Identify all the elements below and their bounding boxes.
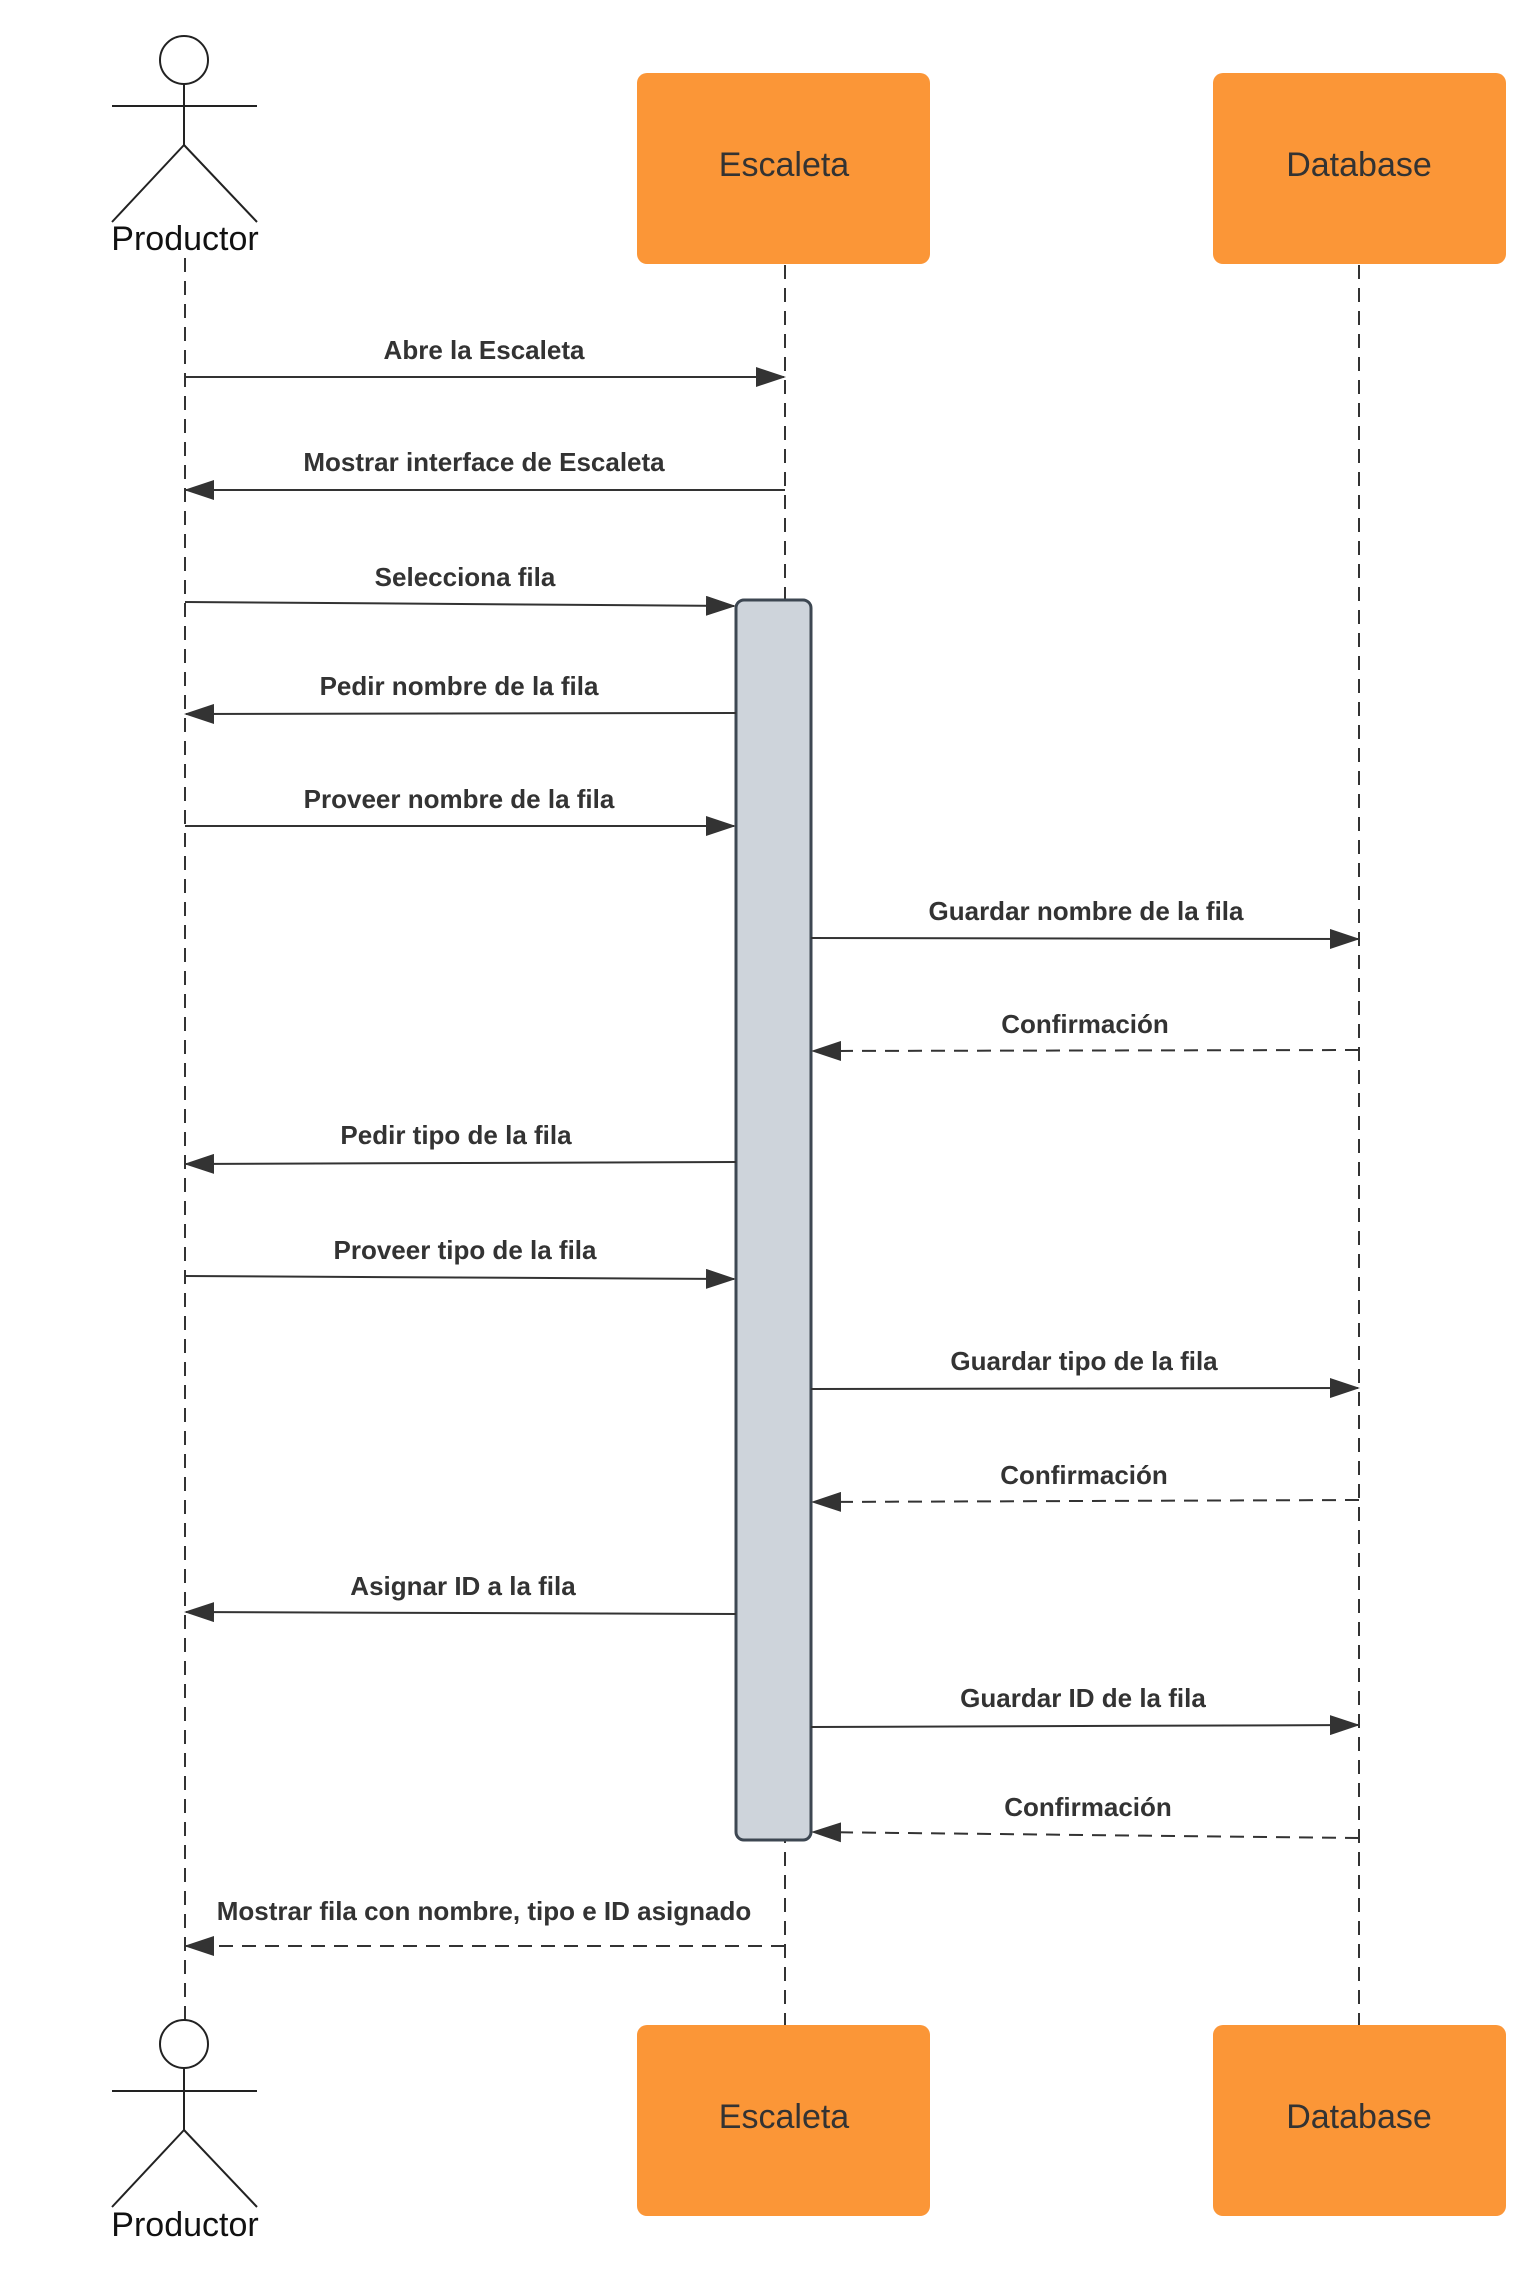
actor-right-leg — [183, 2129, 258, 2208]
message-label: Guardar tipo de la fila — [950, 1346, 1218, 1376]
message-arrow — [184, 595, 736, 616]
message-6: Guardar nombre de la fila — [810, 896, 1360, 949]
message-arrow — [811, 1822, 1360, 1843]
participant-database-bottom-label: Database — [1286, 2098, 1432, 2136]
message-7: Confirmación — [811, 1009, 1360, 1061]
participant-box — [1213, 73, 1506, 264]
message-label: Guardar ID de la fila — [960, 1683, 1206, 1713]
message-arrow — [810, 1715, 1360, 1736]
message-arrow — [811, 1491, 1360, 1512]
message-arrow — [184, 1268, 736, 1289]
message-label: Confirmación — [1000, 1460, 1168, 1490]
message-label: Abre la Escaleta — [384, 335, 585, 365]
participant-box — [1213, 2025, 1506, 2216]
participant-database-top-label: Database — [1286, 146, 1432, 184]
message-arrow — [184, 703, 737, 724]
participant-box — [637, 73, 930, 264]
escaleta-activation-bar — [734, 598, 813, 1842]
message-14: Confirmación — [811, 1792, 1360, 1843]
message-label: Confirmación — [1001, 1009, 1169, 1039]
participant-database-bottom: Database — [1213, 2025, 1506, 2216]
actor-top: Productor — [111, 35, 259, 258]
participant-escaleta-bottom: Escaleta — [637, 2025, 930, 2216]
message-label: Asignar ID a la fila — [350, 1571, 576, 1601]
message-label: Proveer tipo de la fila — [334, 1235, 598, 1265]
message-label: Mostrar fila con nombre, tipo e ID asign… — [217, 1896, 752, 1926]
message-arrow — [811, 1040, 1360, 1061]
message-arrow — [184, 1153, 737, 1174]
actor-top-label: Productor — [111, 220, 258, 258]
message-8: Pedir tipo de la fila — [184, 1120, 737, 1174]
message-arrow — [810, 928, 1360, 949]
message-label: Confirmación — [1004, 1792, 1172, 1822]
actor-bottom-label: Productor — [111, 2206, 258, 2244]
message-label: Mostrar interface de Escaleta — [303, 447, 665, 477]
message-15: Mostrar fila con nombre, tipo e ID asign… — [184, 1896, 785, 1956]
message-label: Pedir nombre de la fila — [320, 671, 599, 701]
message-arrow — [184, 1602, 737, 1623]
participant-box — [637, 2025, 930, 2216]
actor-left-leg — [111, 2129, 185, 2208]
message-12: Asignar ID a la fila — [184, 1571, 737, 1623]
actor-left-leg — [111, 144, 185, 223]
message-label: Selecciona fila — [375, 562, 556, 592]
actor-head — [159, 2019, 209, 2069]
actor-bottom: Productor — [111, 2019, 259, 2244]
message-4: Pedir nombre de la fila — [184, 671, 737, 724]
message-11: Confirmación — [811, 1460, 1360, 1512]
message-3: Selecciona fila — [184, 562, 736, 616]
participant-escaleta-top-label: Escaleta — [719, 146, 849, 184]
message-2: Mostrar interface de Escaleta — [184, 447, 785, 500]
participant-escaleta-top: Escaleta — [637, 73, 930, 264]
actor-right-leg — [183, 144, 258, 223]
message-label: Guardar nombre de la fila — [929, 896, 1245, 926]
message-1: Abre la Escaleta — [185, 335, 786, 387]
message-10: Guardar tipo de la fila — [810, 1346, 1360, 1399]
participant-escaleta-bottom-label: Escaleta — [719, 2098, 849, 2136]
actor-head — [159, 35, 209, 85]
message-label: Pedir tipo de la fila — [340, 1120, 572, 1150]
participant-database-top: Database — [1213, 73, 1506, 264]
message-9: Proveer tipo de la fila — [184, 1235, 736, 1289]
message-5: Proveer nombre de la fila — [185, 784, 736, 836]
message-label: Proveer nombre de la fila — [304, 784, 615, 814]
message-13: Guardar ID de la fila — [810, 1683, 1360, 1736]
message-arrow — [810, 1378, 1360, 1399]
